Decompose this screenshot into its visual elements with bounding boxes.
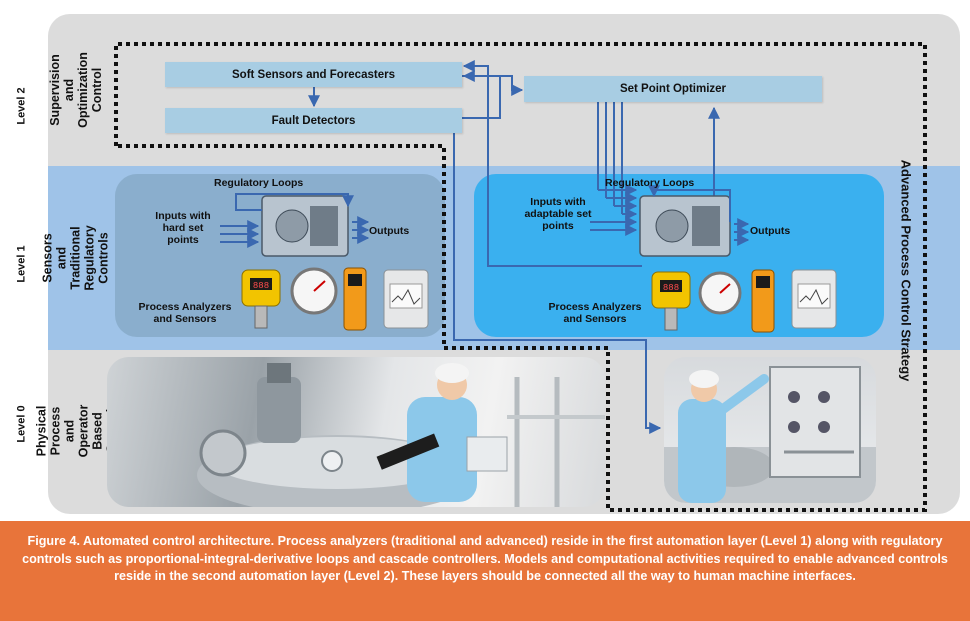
regulatory-loops-label-right: Regulatory Loops	[605, 177, 695, 189]
set-point-optimizer-box: Set Point Optimizer	[524, 76, 822, 102]
analyzer-icon-left	[383, 269, 429, 329]
outputs-label-left: Outputs	[369, 225, 410, 237]
pressure-gauge-icon-right	[698, 271, 742, 315]
gas-detector-icon-right: 888	[651, 271, 691, 331]
process-photo-left	[107, 357, 605, 507]
gas-detector-icon-left: 888	[241, 269, 281, 329]
inputs-label-left: Inputs with hard set points	[155, 210, 211, 246]
svg-text:888: 888	[663, 283, 679, 293]
arrow-fault-to-operator	[453, 132, 662, 434]
analyzer-icon-right	[791, 269, 837, 329]
process-photo-right	[664, 357, 876, 503]
figure-caption: Figure 4. Automated control architecture…	[0, 521, 970, 621]
pressure-gauge-icon-left	[290, 267, 338, 315]
handheld-meter-icon-right	[751, 269, 775, 333]
analyzers-label-left: Process Analyzers and Sensors	[138, 301, 232, 325]
inputs-label-right: Inputs with adaptable set points	[524, 196, 592, 232]
advanced-process-control-label: Advanced Process Control Strategy	[898, 159, 914, 381]
arrow-fault-to-soft	[462, 70, 501, 119]
analyzers-label-right: Process Analyzers and Sensors	[548, 301, 642, 325]
handheld-meter-icon-left	[343, 267, 367, 331]
arrow-feedback-to-soft	[462, 60, 642, 267]
fault-detectors-box: Fault Detectors	[165, 108, 462, 133]
regulatory-loops-label-left: Regulatory Loops	[214, 177, 304, 189]
outputs-label-right: Outputs	[750, 225, 791, 237]
arrow-soft-to-optimizer	[462, 75, 524, 96]
apc-boundary	[114, 42, 927, 512]
svg-text:888: 888	[253, 281, 269, 291]
soft-sensors-box: Soft Sensors and Forecasters	[165, 62, 462, 87]
